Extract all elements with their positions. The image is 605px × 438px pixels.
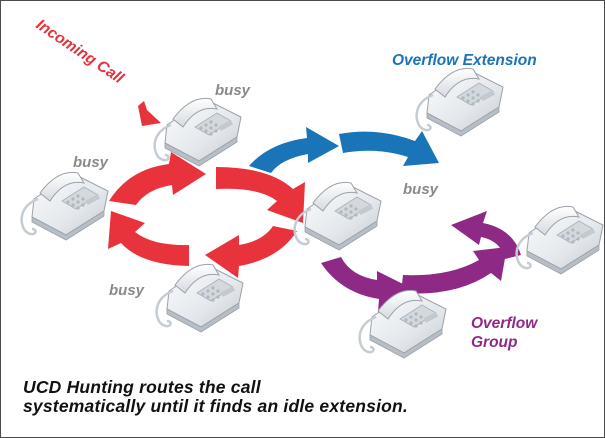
caption-line-2: systematically until it finds an idle ex…	[23, 396, 408, 416]
telephone-icon	[358, 289, 448, 360]
incoming-call-label: Incoming Call	[33, 16, 127, 87]
busy-label-left: busy	[73, 154, 109, 171]
overflow-group-label-line2: Group	[471, 334, 518, 351]
telephone-icon	[153, 97, 243, 168]
telephone-icon	[293, 181, 383, 252]
telephone-icon	[20, 171, 110, 242]
overflow-extension-arrows	[249, 127, 439, 173]
overflow-group-label-line1: Overflow	[471, 315, 538, 332]
incoming-arrow-icon	[138, 101, 161, 126]
telephone-icon	[155, 263, 245, 334]
overflow-arrow-icon	[339, 131, 439, 166]
telephone-icon	[415, 67, 505, 138]
caption-line-1: UCD Hunting routes the call	[23, 377, 261, 397]
overflow-arrow-icon	[321, 257, 411, 312]
hunting-arrow-icon	[108, 211, 189, 266]
hunting-arrow-icon	[205, 226, 297, 278]
overflow-extension-label: Overflow Extension	[392, 52, 537, 69]
overflow-group-arrows	[321, 211, 521, 312]
overflow-arrow-icon	[451, 211, 521, 259]
busy-label-bottom: busy	[109, 282, 145, 299]
hunting-arrow-icon	[216, 167, 305, 223]
overflow-arrow-icon	[401, 247, 507, 294]
hunting-arrow-icon	[109, 152, 206, 205]
diagram-caption: UCD Hunting routes the call systematical…	[23, 378, 593, 416]
busy-label-center: busy	[403, 181, 439, 198]
telephone-icon	[515, 205, 604, 276]
overflow-arrow-icon	[249, 127, 339, 173]
hunting-ring	[108, 152, 305, 278]
busy-label-top: busy	[215, 82, 251, 99]
